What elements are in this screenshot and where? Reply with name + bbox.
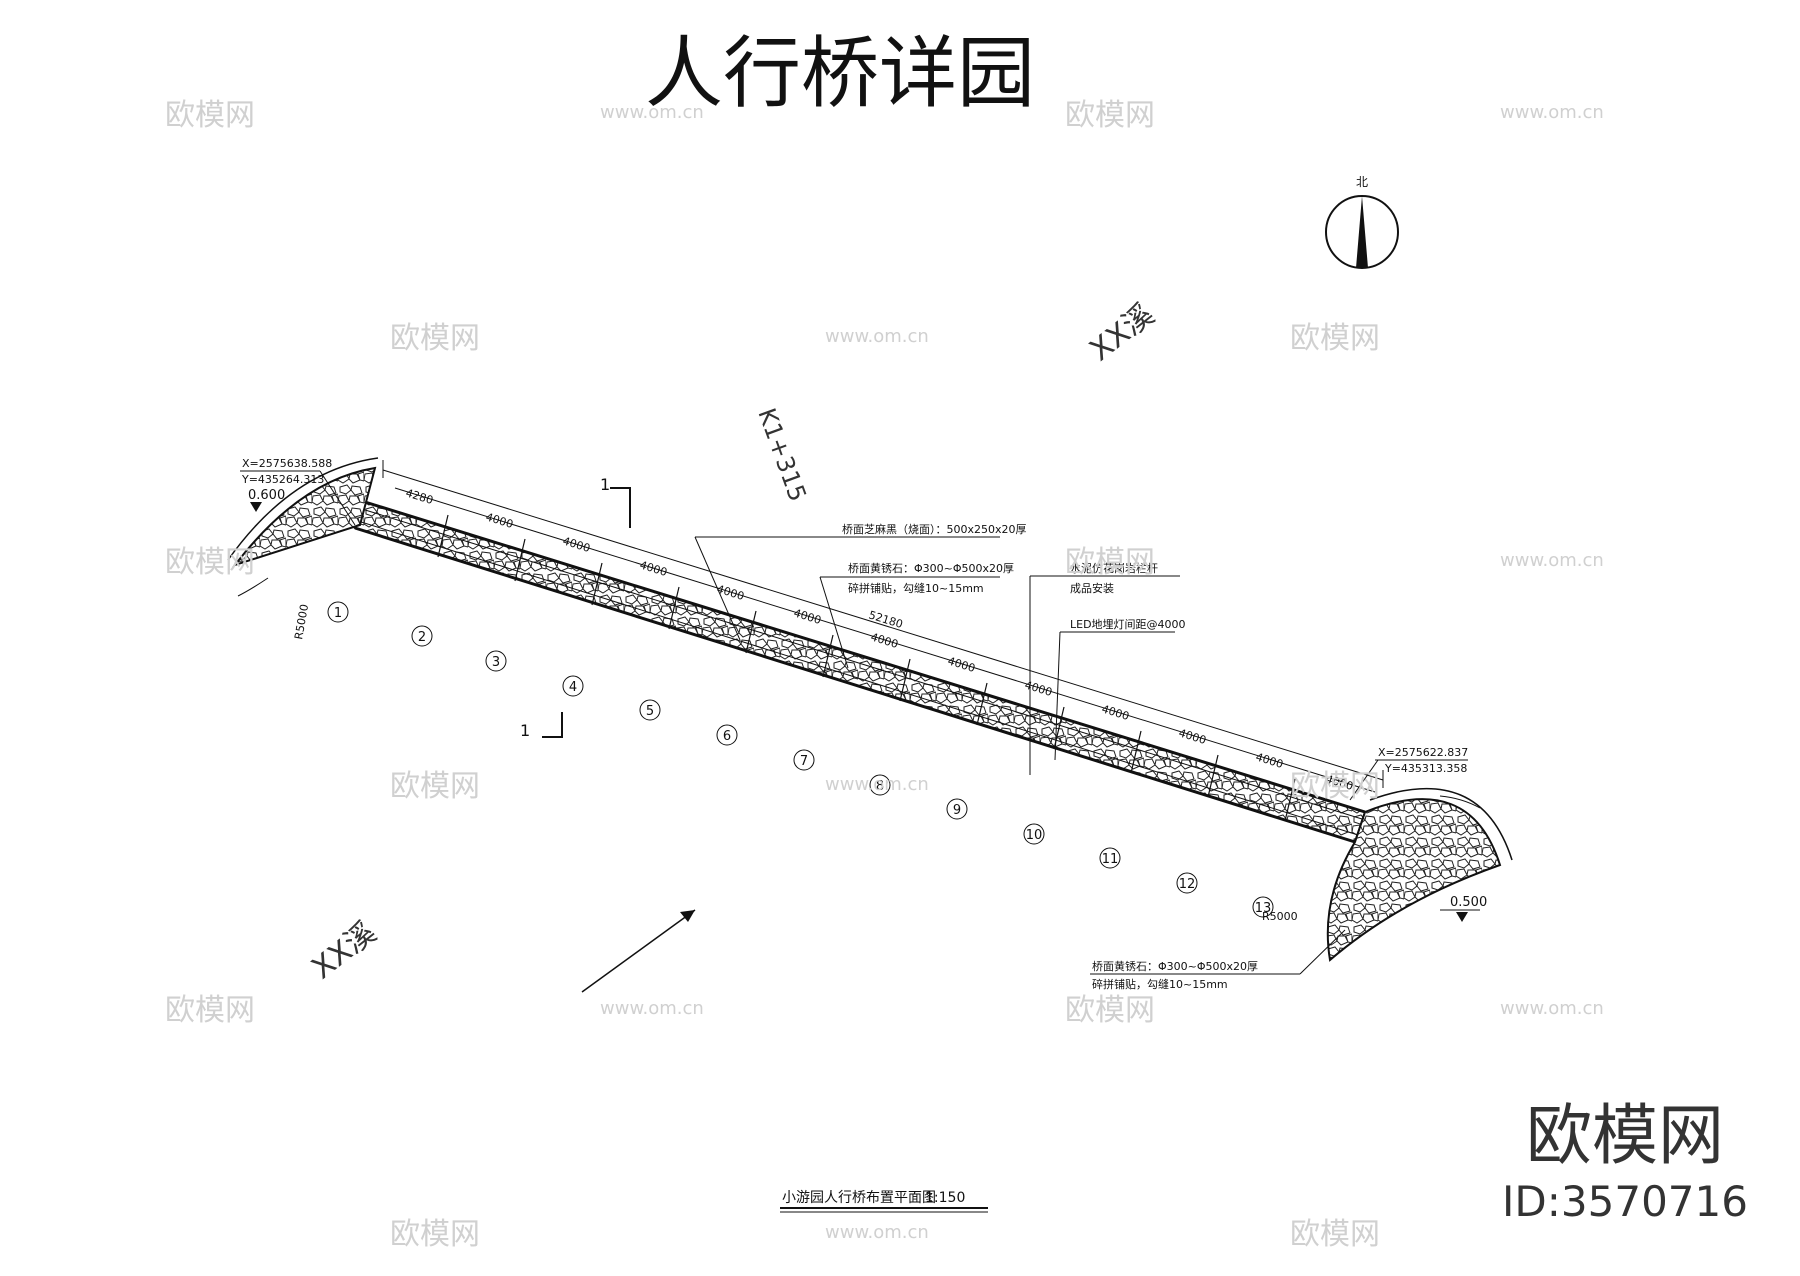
segment-joints: [437, 514, 1296, 822]
axis-number: 2: [418, 630, 426, 645]
railing-detail: 成品安装: [1070, 581, 1114, 595]
brand-id: ID:3570716: [1502, 1177, 1748, 1226]
north-label: 北: [1356, 175, 1368, 189]
watermark: 欧模网: [390, 1217, 480, 1252]
watermark: 欧模网: [390, 769, 480, 804]
end-point: X=2575622.837 Y=435313.358 0.500 R5000: [1262, 746, 1487, 923]
watermark: 欧模网: [1290, 321, 1380, 356]
watermark: www.om.cn: [1500, 102, 1604, 123]
railing-label: 水泥仿花岗岩栏杆: [1070, 561, 1158, 575]
watermark: www.om.cn: [600, 998, 704, 1019]
watermark: 欧模网: [390, 321, 480, 356]
end-yellow-label: 桥面黄锈石：Φ300~Φ500x20厚: [1092, 959, 1258, 973]
watermark: www.om.cn: [825, 1222, 929, 1243]
plan-caption-scale: 1:150: [925, 1190, 965, 1206]
watermark: www.om.cn: [825, 774, 929, 795]
end-y-coord: Y=435313.358: [1384, 762, 1467, 775]
axis-number: 9: [953, 803, 961, 818]
end-yellow-note: 桥面黄锈石：Φ300~Φ500x20厚 碎拼铺贴，勾缝10~15mm: [1090, 929, 1346, 991]
creek-label-bottom: XX溪: [305, 915, 383, 986]
segment-dimension: 4000: [1254, 750, 1285, 771]
section-mark-label: 1: [600, 475, 610, 494]
section-mark-bottom: 1: [520, 712, 563, 740]
axis-number: 3: [492, 655, 500, 670]
watermarks: 欧模网 欧模网 www.om.cn www.om.cn 欧模网 欧模网 www.…: [165, 98, 1604, 1252]
railing-note: 水泥仿花岗岩栏杆 成品安装: [1029, 561, 1180, 775]
start-y-coord: Y=435264.313: [241, 473, 324, 486]
axis-number: 6: [723, 729, 731, 744]
axis-number: 13: [1255, 901, 1272, 916]
brand-name: 欧模网: [1526, 1097, 1724, 1174]
segment-dimension: 4280: [404, 486, 435, 507]
segment-dimension: 4000: [638, 558, 669, 579]
axis-number: 12: [1179, 877, 1196, 892]
plan-caption-text: 小游园人行桥布置平面图: [782, 1190, 936, 1206]
end-yellow-detail: 碎拼铺贴，勾缝10~15mm: [1092, 977, 1228, 991]
watermark: 欧模网: [1290, 1217, 1380, 1252]
led-label: LED地埋灯间距@4000: [1070, 618, 1186, 631]
watermark: www.om.cn: [1500, 998, 1604, 1019]
axis-number: 7: [800, 754, 808, 769]
segment-dimension: 4000: [1177, 726, 1208, 747]
segment-dimension: 4000: [869, 630, 900, 651]
watermark: 欧模网: [1065, 545, 1155, 580]
start-point: X=2575638.588 Y=435264.313 0.600 R5000: [240, 457, 356, 641]
start-elevation: 0.600: [248, 488, 285, 503]
end-elevation: 0.500: [1450, 895, 1487, 910]
section-mark-label: 1: [520, 721, 530, 740]
axis-number: 11: [1102, 852, 1119, 867]
right-landing: [1326, 787, 1513, 962]
axis-number: 4: [569, 680, 577, 695]
led-note: LED地埋灯间距@4000: [1054, 618, 1186, 761]
watermark: www.om.cn: [825, 326, 929, 347]
deck-yellow-label: 桥面黄锈石：Φ300~Φ500x20厚: [848, 561, 1014, 575]
axis-numbers: 1 2 3 4 5 6 7 8 9 10 11 12 13: [327, 601, 1274, 918]
segment-dimension: 4000: [561, 534, 592, 555]
watermark: 欧模网: [165, 993, 255, 1028]
watermark: www.om.cn: [1500, 550, 1604, 571]
segment-dimension: 4000: [792, 606, 823, 627]
plan-caption: 小游园人行桥布置平面图 1:150: [780, 1190, 988, 1213]
axis-number: 10: [1026, 828, 1043, 843]
left-landing: [227, 457, 379, 597]
deck-yellow-detail: 碎拼铺贴，勾缝10~15mm: [848, 581, 984, 595]
deck-stone-note: 桥面芝麻黑（烧面）：500x250x20厚: [694, 522, 1027, 641]
start-radius: R5000: [292, 603, 311, 640]
end-x-coord: X=2575622.837: [1378, 746, 1468, 759]
watermark: 欧模网: [165, 545, 255, 580]
segment-dimension: 4000: [484, 510, 515, 531]
chainage-label: K1+315: [752, 404, 811, 505]
section-mark-top: 1: [600, 475, 631, 528]
end-radius: R5000: [1262, 910, 1298, 923]
axis-number: 1: [334, 606, 342, 621]
dimension-line: [382, 460, 1384, 793]
segment-dimension: 4000: [946, 654, 977, 675]
deck-stone-label: 桥面芝麻黑（烧面）：500x250x20厚: [842, 522, 1027, 536]
watermark: 欧模网: [1290, 769, 1380, 804]
segment-dimension: 4000: [1023, 678, 1054, 699]
segment-dimension: 4000: [1100, 702, 1131, 723]
start-x-coord: X=2575638.588: [242, 457, 332, 470]
watermark: 欧模网: [1065, 993, 1155, 1028]
creek-label-top: XX溪: [1083, 297, 1161, 368]
watermark: 欧模网: [1065, 98, 1155, 133]
axis-number: 8: [876, 779, 884, 794]
watermark: 欧模网: [165, 98, 255, 133]
total-length: 52180: [867, 608, 904, 631]
north-arrow-icon: 北: [1325, 175, 1399, 269]
drawing-title: 人行桥详园: [645, 29, 1035, 119]
watermark: www.om.cn: [600, 102, 704, 123]
axis-number: 5: [646, 704, 654, 719]
flow-arrow-icon: [581, 909, 696, 993]
deck-yellow-note: 桥面黄锈石：Φ300~Φ500x20厚 碎拼铺贴，勾缝10~15mm: [819, 561, 1014, 669]
